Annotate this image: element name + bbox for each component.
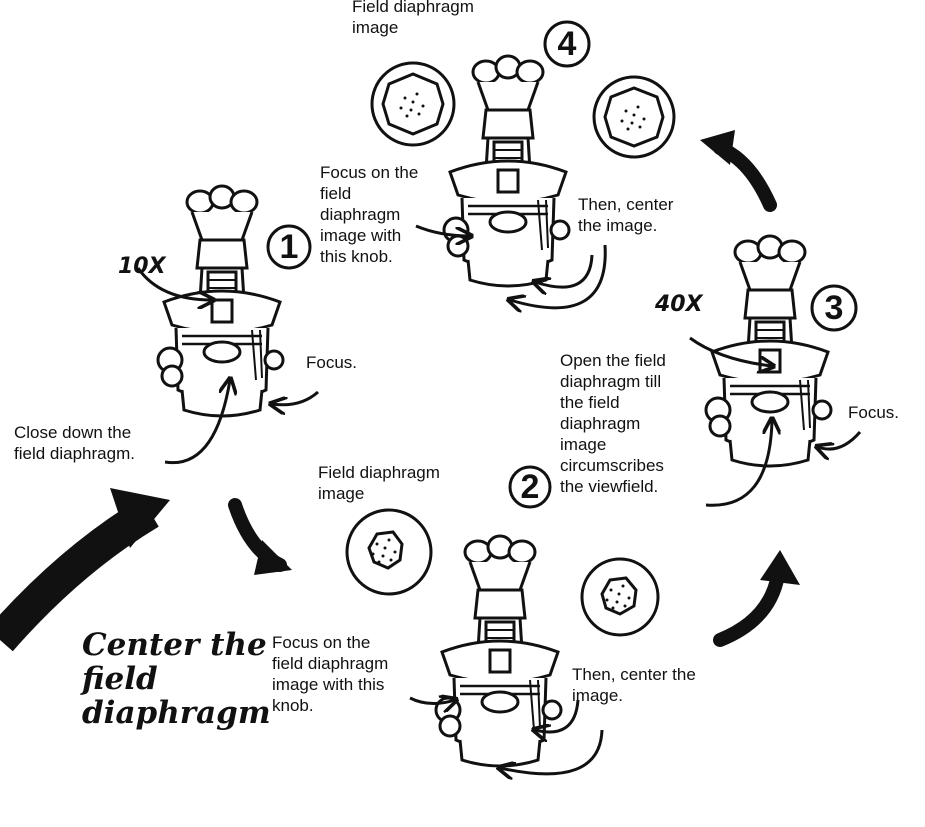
label-line: Field diaphragm: [352, 0, 474, 17]
label-field-image-mid: Field diaphragm image: [318, 462, 440, 504]
label-line: Focus on the: [272, 632, 388, 653]
label-line: diaphragm: [320, 204, 418, 225]
label-line: image: [318, 483, 440, 504]
label-line: image with this: [272, 674, 388, 695]
viewfield-lower-right-icon: [582, 559, 658, 635]
label-focus-right: Focus.: [848, 402, 899, 423]
label-line: Focus on the: [320, 162, 418, 183]
label-line: Then, center the: [572, 664, 696, 685]
label-field-image-top: Field diaphragm image: [352, 0, 474, 38]
label-step2-focus: Focus on the field diaphragm image with …: [272, 632, 388, 716]
step3-number: 3: [811, 285, 857, 331]
label-line: image: [560, 434, 666, 455]
label-line: circumscribes: [560, 455, 666, 476]
label-line: image: [352, 17, 474, 38]
label-line: field: [320, 183, 418, 204]
label-line: diaphragm: [560, 413, 666, 434]
label-line: the viewfield.: [560, 476, 666, 497]
flow-arrow-2-to-3: [720, 575, 778, 640]
label-then-center-bottom: Then, center the image.: [572, 664, 696, 706]
microscope-step3-icon: [706, 236, 831, 466]
label-focus-left: Focus.: [306, 352, 357, 373]
label-line: Field diaphragm: [318, 462, 440, 483]
label-line: the image.: [578, 215, 673, 236]
magnification-10x: 10X: [118, 254, 166, 279]
viewfield-middle-icon: [347, 510, 431, 594]
title-line-2: field: [82, 662, 271, 696]
microscope-step1-icon: [158, 186, 283, 416]
label-close-down: Close down the field diaphragm.: [14, 422, 135, 464]
viewfield-top-right-icon: [594, 77, 674, 157]
step4-number: 4: [544, 21, 590, 67]
label-line: this knob.: [320, 246, 418, 267]
viewfield-top-left-icon: [372, 63, 454, 145]
label-line: Close down the: [14, 422, 135, 443]
title-line-3: diaphragm: [82, 696, 271, 730]
microscope-step4-icon: [444, 56, 569, 286]
label-then-center-top: Then, center the image.: [578, 194, 673, 236]
label-line: diaphragm till: [560, 371, 666, 392]
label-line: image with: [320, 225, 418, 246]
label-line: the field: [560, 392, 666, 413]
label-line: image.: [572, 685, 696, 706]
label-line: field diaphragm.: [14, 443, 135, 464]
label-line: Then, center: [578, 194, 673, 215]
label-line: knob.: [272, 695, 388, 716]
label-line: Open the field: [560, 350, 666, 371]
magnification-40x: 40X: [655, 292, 703, 317]
label-step1-focus: Focus on the field diaphragm image with …: [320, 162, 418, 267]
label-line: field diaphragm: [272, 653, 388, 674]
step2-number: 2: [507, 464, 553, 510]
diagram-title: Center the field diaphragm: [82, 628, 271, 730]
label-open-field: Open the field diaphragm till the field …: [560, 350, 666, 497]
title-line-1: Center the: [82, 628, 271, 662]
step1-number: 1: [266, 224, 312, 270]
